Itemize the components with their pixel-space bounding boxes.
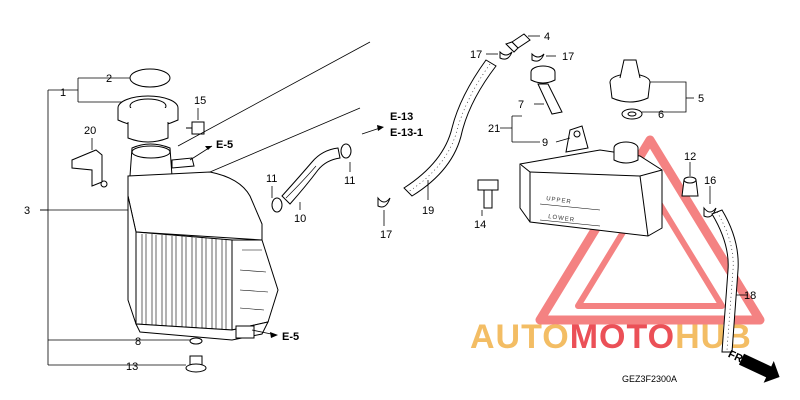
ref-arrow-e13 bbox=[377, 125, 384, 131]
part-17-clamp-a bbox=[499, 50, 513, 60]
part-15-clip bbox=[186, 121, 205, 135]
callout-2: 2 bbox=[106, 73, 112, 85]
ref-lead-e13 bbox=[361, 127, 381, 135]
bracket-21 bbox=[500, 115, 540, 143]
watermark-auto: AUTOMOTOHUB bbox=[470, 318, 752, 356]
callout-17-b: 17 bbox=[562, 51, 574, 63]
callout-9: 9 bbox=[542, 137, 548, 149]
front-direction-arrow bbox=[738, 353, 780, 383]
part-5-tank-cap bbox=[609, 59, 651, 103]
emboss-upper: UPPER bbox=[546, 196, 572, 206]
part-12-grommet bbox=[681, 176, 699, 197]
radiator-fins bbox=[141, 234, 227, 330]
ref-e5-lower: E-5 bbox=[282, 331, 299, 343]
part-20-bracket bbox=[71, 149, 103, 187]
callout-7: 7 bbox=[518, 99, 524, 111]
callout-16: 16 bbox=[704, 175, 716, 187]
callout-18: 18 bbox=[744, 290, 756, 302]
callout-labels: 1 2 3 4 5 6 7 8 9 10 11 11 12 13 14 15 1… bbox=[24, 31, 756, 384]
ref-arrow-e5-lower bbox=[270, 332, 278, 338]
part-11-clamp-b bbox=[340, 143, 352, 159]
callout-15: 15 bbox=[194, 95, 206, 107]
emboss-lower: LOWER bbox=[548, 214, 576, 224]
part-8-washer bbox=[189, 337, 203, 345]
callout-1: 1 bbox=[60, 87, 66, 99]
callout-3: 3 bbox=[24, 205, 30, 217]
callout-20: 20 bbox=[84, 125, 96, 137]
callout-12: 12 bbox=[684, 151, 696, 163]
part-17-clamp-b bbox=[531, 52, 545, 62]
lead-long-lines bbox=[177, 41, 371, 173]
callout-8: 8 bbox=[135, 336, 141, 348]
part-11-clamp-a bbox=[271, 197, 283, 213]
ref-e13: E-13 bbox=[390, 111, 413, 123]
callout-5: 5 bbox=[698, 93, 704, 105]
diagram-code: GEZ3F2300A bbox=[622, 374, 677, 384]
part-13-drain-bolt bbox=[185, 355, 207, 373]
callout-6: 6 bbox=[658, 109, 664, 121]
part-18-drain-hose bbox=[711, 209, 739, 353]
part-16-clamp bbox=[703, 206, 717, 218]
part-3-radiator bbox=[127, 143, 279, 341]
callout-17-c: 17 bbox=[380, 229, 392, 241]
ref-e13-1: E-13-1 bbox=[390, 127, 423, 139]
callout-11-a: 11 bbox=[266, 173, 277, 185]
part-20-bolt bbox=[100, 180, 108, 188]
ref-arrow-e5-upper bbox=[205, 146, 212, 150]
callout-21: 21 bbox=[488, 123, 500, 135]
part-17-clamp-c bbox=[377, 196, 391, 208]
part-6-seal-inner bbox=[627, 111, 637, 117]
callout-10: 10 bbox=[294, 213, 306, 225]
callout-17-a: 17 bbox=[470, 49, 482, 61]
callout-11-b: 11 bbox=[344, 175, 355, 187]
callout-4: 4 bbox=[544, 31, 550, 43]
part-1-radiator-cap bbox=[117, 95, 179, 143]
part-10-hose bbox=[281, 147, 341, 205]
part-2-o-ring bbox=[129, 68, 171, 88]
part-14-bolt bbox=[477, 179, 499, 209]
callout-13: 13 bbox=[126, 361, 138, 373]
part-4-joint bbox=[505, 33, 531, 53]
part-7-tank-cap bbox=[530, 65, 563, 115]
bracket-5 bbox=[642, 81, 687, 113]
lead-9 bbox=[555, 137, 571, 143]
callout-19: 19 bbox=[422, 205, 434, 217]
ref-e5-upper: E-5 bbox=[216, 139, 233, 151]
part-9-reserve-tank: UPPER LOWER bbox=[519, 125, 663, 237]
part-19-overflow-hose bbox=[403, 59, 497, 197]
callout-14: 14 bbox=[474, 219, 486, 231]
